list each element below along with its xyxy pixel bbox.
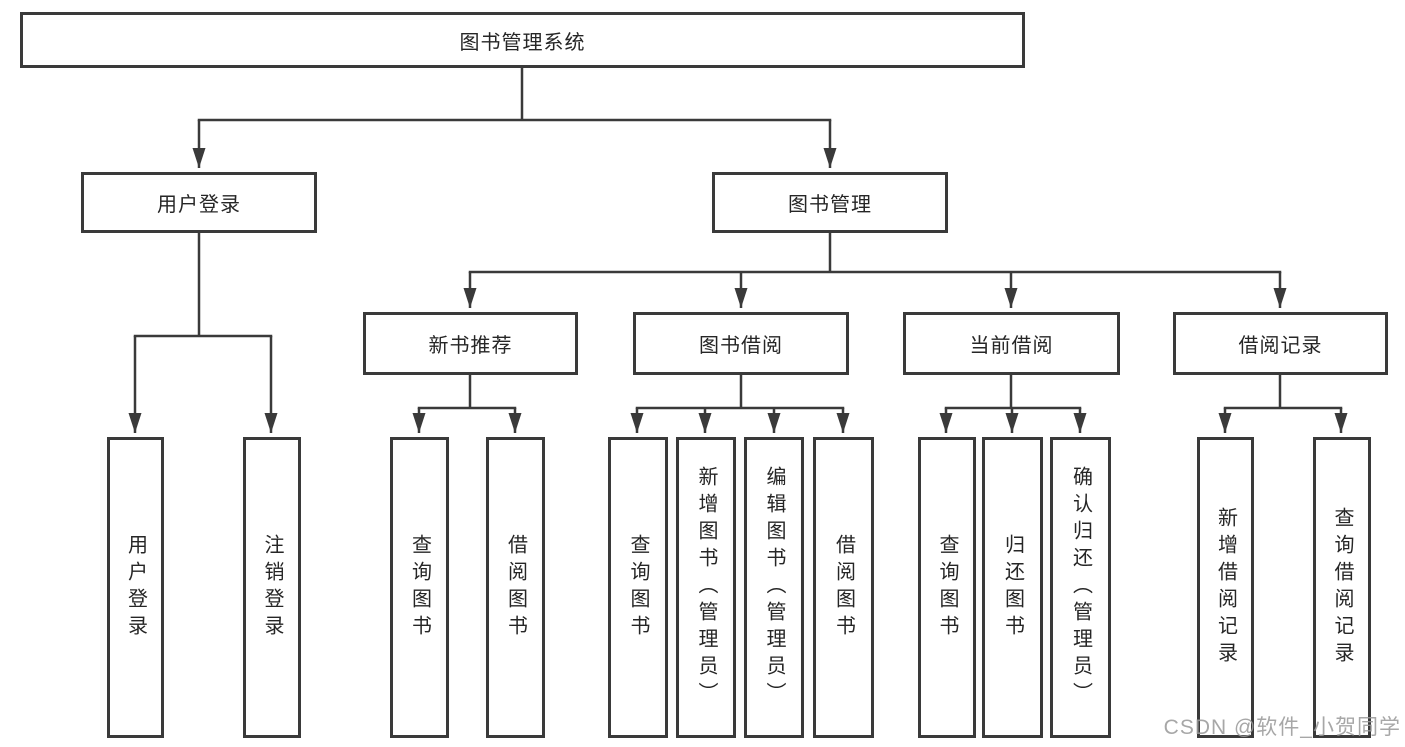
node-book-management: 图书管理: [712, 172, 948, 233]
connector-borrow-records: [1223, 375, 1343, 410]
connector-new-books: [417, 375, 517, 410]
leaf-records-add: 新增借阅记录: [1197, 437, 1254, 738]
leaf-current-confirm-admin: 确认归还（管理员）: [1050, 437, 1111, 738]
node-user-login: 用户登录: [81, 172, 317, 233]
connector-user-login: [133, 233, 273, 338]
node-book-borrow: 图书借阅: [633, 312, 849, 375]
connector-current-borrow: [944, 375, 1082, 410]
node-new-book-recommend: 新书推荐: [363, 312, 578, 375]
leaf-borrow-borrow: 借阅图书: [813, 437, 874, 738]
connector-book-mgmt: [468, 233, 1282, 274]
leaf-current-query: 查询图书: [918, 437, 976, 738]
leaf-user-login: 用户登录: [107, 437, 164, 738]
leaf-logout: 注销登录: [243, 437, 301, 738]
leaf-newbook-borrow: 借阅图书: [486, 437, 545, 738]
leaf-borrow-query: 查询图书: [608, 437, 668, 738]
node-borrow-records: 借阅记录: [1173, 312, 1388, 375]
leaf-newbook-query: 查询图书: [390, 437, 449, 738]
leaf-borrow-edit-admin: 编辑图书（管理员）: [744, 437, 804, 738]
leaf-borrow-add-admin: 新增图书（管理员）: [676, 437, 736, 738]
connector-book-borrow: [635, 375, 845, 410]
leaf-records-query: 查询借阅记录: [1313, 437, 1371, 738]
watermark: CSDN @软件_小贺同学: [1163, 716, 1401, 739]
connector-root: [197, 68, 832, 122]
node-current-borrow: 当前借阅: [903, 312, 1120, 375]
node-root: 图书管理系统: [20, 12, 1025, 68]
leaf-current-return: 归还图书: [982, 437, 1043, 738]
